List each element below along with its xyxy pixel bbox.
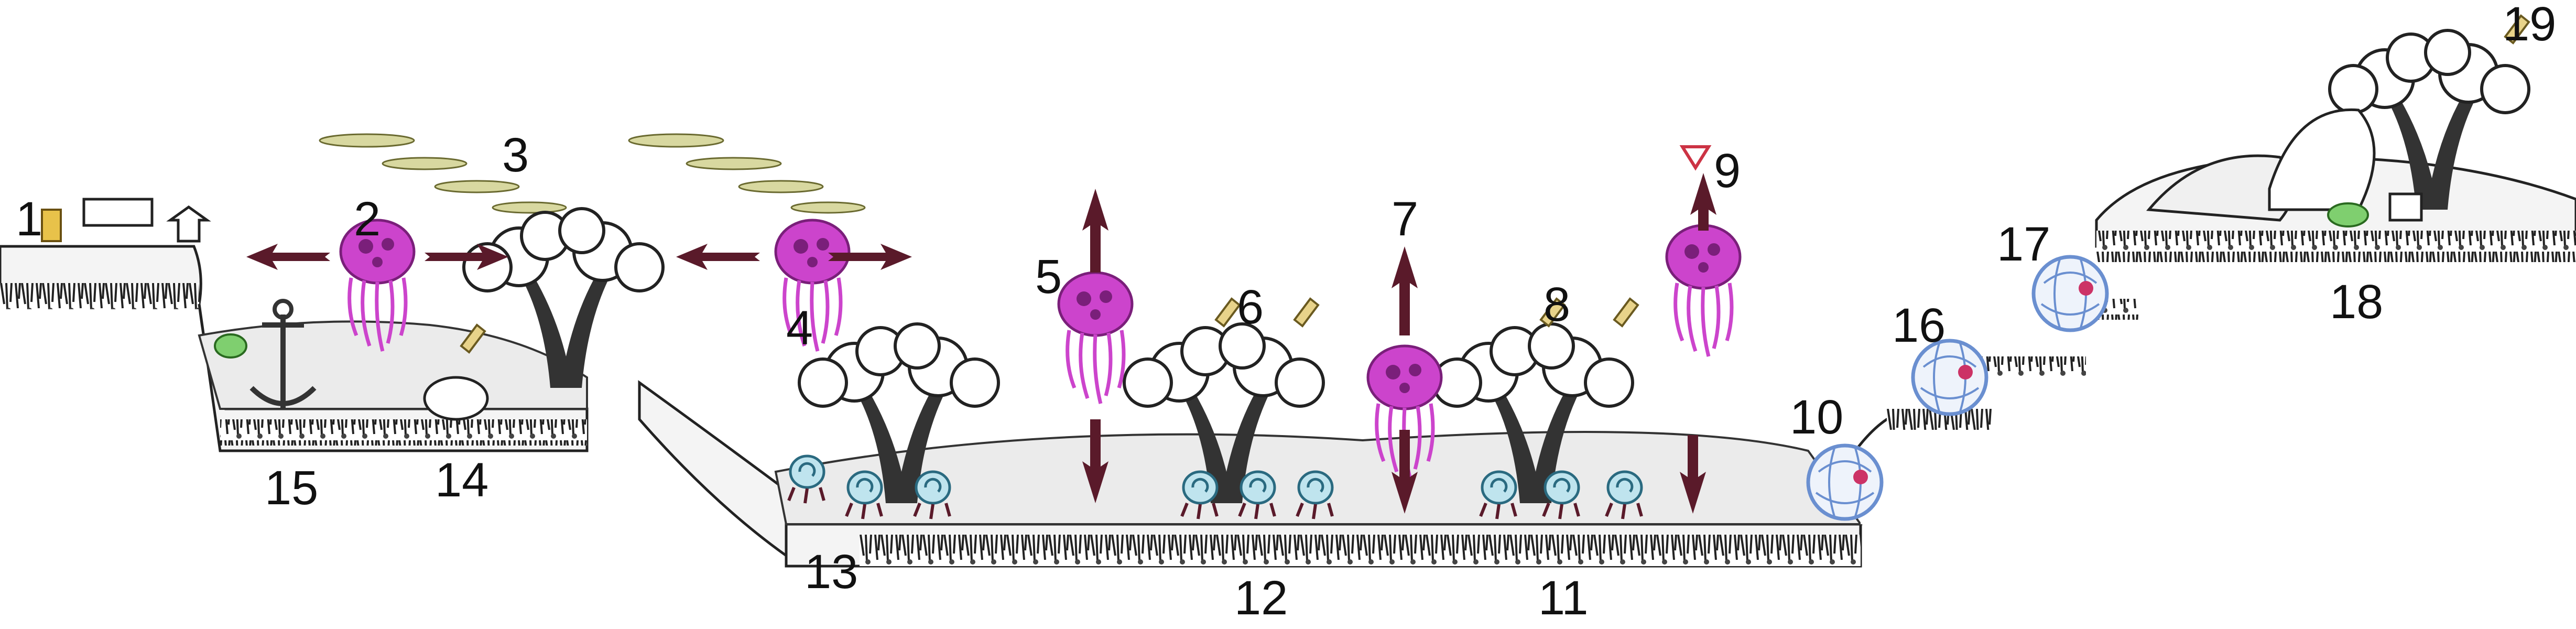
marker-label-5: 5 — [1035, 250, 1062, 303]
marker-label-11: 11 — [1538, 571, 1589, 625]
jellyfish-7 — [1368, 246, 1441, 514]
anchor-area — [214, 299, 317, 409]
terrain — [0, 156, 2576, 568]
marker-label-16: 16 — [1892, 299, 1946, 352]
spatula-icon — [1293, 297, 1320, 328]
marker-label-12: 12 — [1234, 571, 1288, 625]
cloud-platforms — [319, 133, 866, 214]
jellyfish-9 — [1667, 145, 1740, 514]
marker-label-19: 19 — [2503, 0, 2557, 51]
jellyfish-5 — [1059, 189, 1132, 503]
skull-rock — [423, 376, 489, 421]
goal-marker-icon — [1679, 145, 1712, 171]
marker-label-4: 4 — [786, 301, 813, 355]
green-creature — [2327, 202, 2369, 227]
marker-label-1: 1 — [16, 192, 43, 246]
exit-arrow-sign — [166, 205, 211, 243]
spongebob-sprite — [41, 209, 62, 242]
spatula-collectibles — [460, 14, 2530, 354]
marker-label-17: 17 — [1997, 218, 2051, 271]
marker-label-13: 13 — [805, 545, 858, 599]
spatula-icon — [1214, 297, 1241, 328]
marker-label-10: 10 — [1790, 391, 1844, 444]
plateau-decor — [2146, 108, 2423, 227]
spatula-icon — [1539, 297, 1566, 328]
marker-label-14: 14 — [435, 453, 489, 507]
spatula-icon — [2504, 14, 2530, 45]
green-fish-enemy — [214, 333, 247, 359]
marker-label-15: 15 — [265, 461, 319, 515]
spatula-icon — [460, 323, 486, 354]
marker-label-7: 7 — [1392, 192, 1419, 246]
marker-label-2: 2 — [354, 192, 381, 246]
rock-house — [2268, 108, 2376, 211]
marker-label-3: 3 — [502, 128, 529, 182]
marker-label-6: 6 — [1237, 280, 1264, 334]
marker-label-8: 8 — [1544, 278, 1571, 331]
anchor-icon — [249, 314, 317, 409]
marker-label-9: 9 — [1714, 144, 1741, 198]
sign-board — [82, 198, 154, 227]
spatula-icon — [1613, 297, 1639, 328]
bubble-enemy-10 — [1808, 446, 1882, 519]
start-area — [41, 198, 211, 243]
marker-label-18: 18 — [2330, 275, 2384, 329]
